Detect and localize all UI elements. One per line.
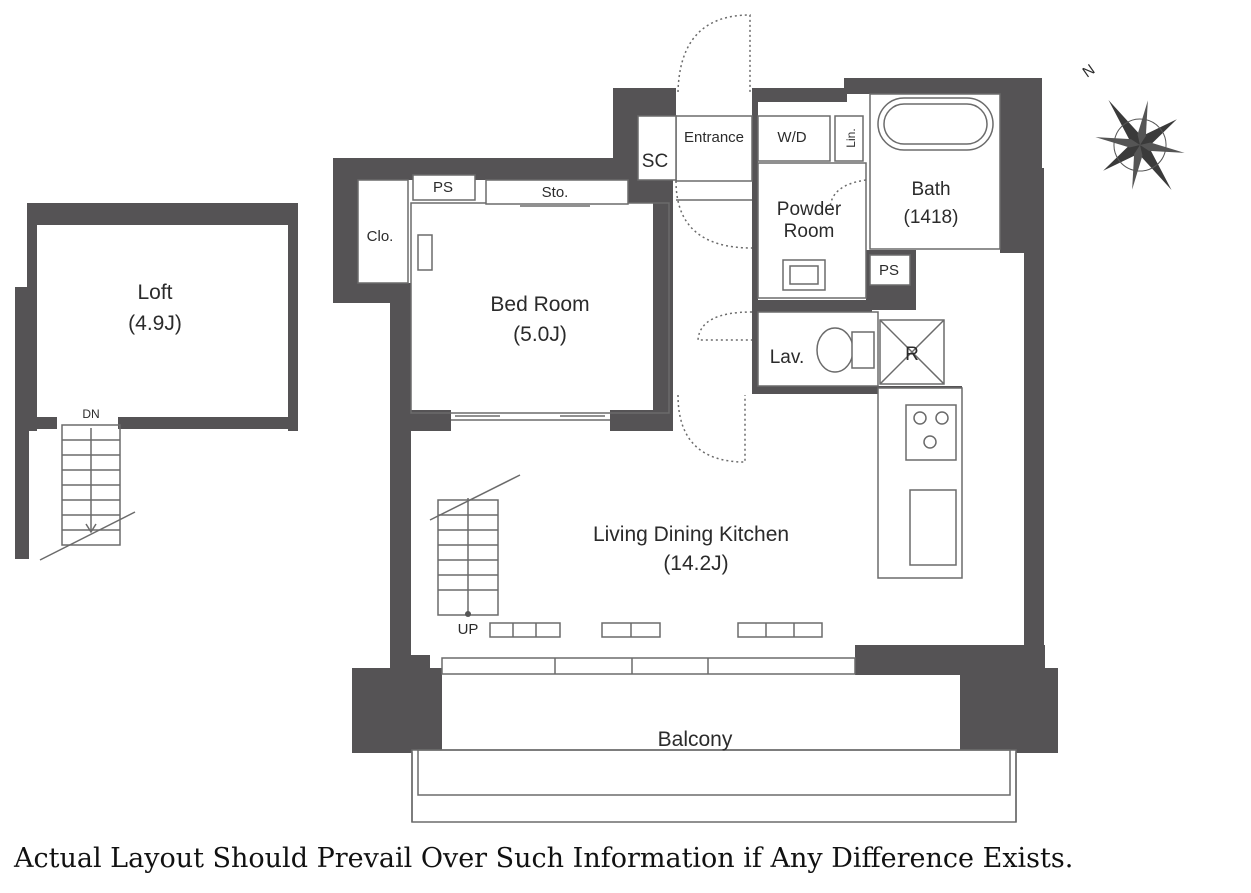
bath-size: (1418) — [904, 207, 959, 228]
storage-label: Sto. — [542, 184, 569, 201]
entrance-floor — [675, 115, 753, 182]
stair-down-label: DN — [82, 407, 99, 421]
powder-room-line2: Room — [784, 221, 835, 242]
ps-right-label: PS — [879, 262, 899, 279]
loft-stair — [39, 424, 136, 561]
powder-door — [829, 179, 867, 211]
entrance-label: Entrance — [684, 129, 744, 146]
powder-room-line1: Powder — [777, 199, 842, 220]
washer-space — [757, 115, 831, 162]
refrigerator-label: R — [905, 344, 919, 365]
loft-size: (4.9J) — [128, 312, 182, 335]
bench-left — [489, 622, 561, 638]
bedroom-size: (5.0J) — [513, 323, 567, 346]
lav-label: Lav. — [770, 347, 805, 368]
compass-rose-icon — [1095, 99, 1185, 191]
main-walls — [333, 78, 1058, 753]
window-sash — [441, 657, 856, 675]
ps-top-label: PS — [433, 179, 453, 196]
stair-up-label: UP — [458, 621, 479, 638]
balcony-railing — [411, 749, 1017, 823]
loft-wall-bottom-right — [118, 417, 298, 429]
ldk-stair — [429, 474, 521, 617]
bedroom-name: Bed Room — [490, 293, 589, 316]
closet — [357, 179, 409, 284]
bench-right — [737, 622, 823, 638]
floor-plan: Loft (4.9J) DN — [15, 14, 1185, 823]
loft-area — [15, 203, 298, 561]
stove — [905, 404, 957, 461]
balcony-name: Balcony — [658, 728, 733, 751]
wd-label: W/D — [777, 129, 806, 146]
closet-label: Clo. — [367, 228, 394, 245]
loft-wall-right — [288, 203, 298, 431]
kitchen-sink — [909, 489, 957, 566]
entrance-inner-door — [675, 180, 753, 249]
entrance-door-swing — [677, 14, 751, 93]
ps-top-box — [412, 174, 476, 201]
sc-label: SC — [642, 151, 668, 172]
linen-label: Lin. — [844, 128, 858, 147]
disclaimer-text: Actual Layout Should Prevail Over Such I… — [14, 843, 1074, 874]
powder-room-outline — [757, 162, 867, 299]
shoe-closet — [637, 115, 677, 181]
loft-wall-bottom-left — [27, 417, 57, 429]
loft-wall-left — [27, 203, 37, 431]
compass-north-label: N — [1080, 61, 1099, 81]
ldk-door — [677, 394, 746, 463]
closet-door — [417, 234, 433, 271]
linen-closet — [834, 115, 864, 162]
toilet — [816, 327, 854, 373]
lavatory-outline — [757, 311, 879, 387]
lav-door — [697, 311, 753, 341]
ps-right-box — [869, 254, 911, 286]
loft-name: Loft — [137, 281, 172, 304]
ldk-name: Living Dining Kitchen — [593, 523, 789, 546]
loft-wall-top — [27, 203, 298, 225]
loft-lower-wall — [15, 287, 29, 559]
storage — [485, 179, 629, 205]
bath-name: Bath — [911, 179, 950, 200]
lav-sink — [851, 331, 875, 369]
ldk-size: (14.2J) — [663, 552, 728, 575]
